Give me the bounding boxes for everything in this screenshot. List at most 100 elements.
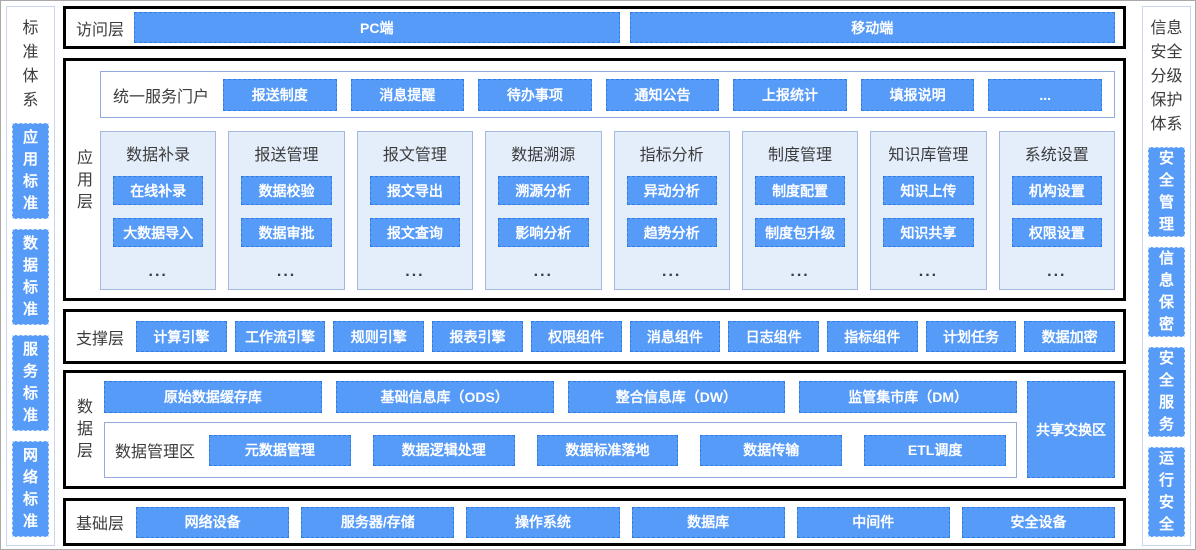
base-item-operating-system[interactable]: 操作系统 [466, 506, 620, 538]
module-more: ... [276, 263, 297, 280]
standard-item-application[interactable]: 应用标准 [12, 123, 49, 219]
data-layer-panel: 数据层 原始数据缓存库 基础信息库（ODS） 整合信息库（DW） 监管集市库（D… [63, 370, 1126, 489]
support-item-workflow-engine[interactable]: 工作流引擎 [234, 321, 326, 352]
base-layer-panel: 基础层 网络设备 服务器/存储 操作系统 数据库 中间件 安全设备 [63, 498, 1126, 546]
mgmt-item-data-transfer[interactable]: 数据传输 [700, 434, 843, 466]
portal-item-filling-instructions[interactable]: 填报说明 [860, 78, 975, 111]
module-title: 制度管理 [768, 147, 833, 164]
module-item[interactable]: 权限设置 [1011, 218, 1102, 247]
standards-sidebar-title: 标准体系 [22, 20, 39, 109]
module-item[interactable]: 大数据导入 [113, 218, 204, 247]
module-more: ... [662, 263, 682, 280]
support-item-permission-component[interactable]: 权限组件 [530, 321, 622, 352]
module-knowledge-base: 知识库管理 知识上传 知识共享 ... [870, 131, 987, 290]
portal-item-todo[interactable]: 待办事项 [478, 78, 592, 111]
base-item-network-devices[interactable]: 网络设备 [136, 506, 290, 538]
base-item-database[interactable]: 数据库 [631, 506, 785, 538]
module-item[interactable]: 知识上传 [883, 176, 974, 205]
access-layer-panel: 访问层 PC端 移动端 [63, 6, 1126, 49]
standard-item-service[interactable]: 服务标准 [12, 335, 49, 431]
application-layer-content: 统一服务门户 报送制度 消息提醒 待办事项 通知公告 上报统计 填报说明 ...… [100, 71, 1115, 290]
module-item[interactable]: 溯源分析 [498, 176, 589, 205]
portal-item-report-statistics[interactable]: 上报统计 [733, 78, 847, 111]
security-item-operation[interactable]: 运行安全 [1148, 447, 1185, 537]
store-raw-data-cache[interactable]: 原始数据缓存库 [104, 381, 322, 413]
data-layer-content: 原始数据缓存库 基础信息库（ODS） 整合信息库（DW） 监管集市库（DM） 数… [104, 381, 1017, 478]
module-item[interactable]: 机构设置 [1011, 176, 1102, 205]
support-item-message-component[interactable]: 消息组件 [629, 321, 721, 352]
module-more: ... [148, 263, 168, 280]
portal-item-message-reminder[interactable]: 消息提醒 [350, 78, 465, 111]
data-stores-row: 原始数据缓存库 基础信息库（ODS） 整合信息库（DW） 监管集市库（DM） [104, 381, 1017, 413]
support-item-rule-engine[interactable]: 规则引擎 [333, 321, 425, 352]
module-item[interactable]: 趋势分析 [626, 218, 717, 247]
standard-item-data[interactable]: 数据标准 [12, 229, 49, 325]
access-item-pc[interactable]: PC端 [134, 12, 620, 43]
security-item-confidentiality[interactable]: 信息保密 [1148, 247, 1185, 337]
module-more: ... [1047, 263, 1067, 280]
module-item[interactable]: 影响分析 [498, 218, 589, 247]
module-more: ... [533, 263, 553, 280]
module-more: ... [405, 263, 425, 280]
data-management-label: 数据管理区 [115, 444, 196, 461]
data-management-zone: 数据管理区 元数据管理 数据逻辑处理 数据标准落地 数据传输 ETL调度 [104, 422, 1017, 478]
module-item[interactable]: 制度包升级 [754, 218, 846, 247]
application-layer-label: 应用层 [76, 149, 93, 211]
mgmt-item-standard-landing[interactable]: 数据标准落地 [536, 434, 679, 466]
application-layer-panel: 应用层 统一服务门户 报送制度 消息提醒 待办事项 通知公告 上报统计 填报说明… [63, 58, 1126, 301]
base-item-security-devices[interactable]: 安全设备 [961, 506, 1116, 538]
store-dw[interactable]: 整合信息库（DW） [567, 381, 786, 413]
module-indicator-analysis: 指标分析 异动分析 趋势分析 ... [613, 131, 730, 290]
portal-item-more[interactable]: ... [988, 78, 1102, 111]
support-item-data-encryption[interactable]: 数据加密 [1024, 321, 1116, 352]
security-sidebar-title: 信息安全分级保护体系 [1150, 20, 1183, 133]
module-item[interactable]: 知识共享 [883, 218, 974, 247]
support-item-log-component[interactable]: 日志组件 [728, 321, 819, 352]
support-item-scheduled-task[interactable]: 计划任务 [925, 321, 1017, 352]
base-item-server-storage[interactable]: 服务器/存储 [301, 506, 455, 538]
access-item-mobile[interactable]: 移动端 [629, 12, 1116, 43]
module-title: 报送管理 [254, 147, 319, 164]
store-ods[interactable]: 基础信息库（ODS） [335, 381, 554, 413]
support-item-report-engine[interactable]: 报表引擎 [432, 321, 523, 352]
standard-item-network[interactable]: 网络标准 [12, 441, 49, 537]
module-title: 指标分析 [639, 147, 704, 164]
application-modules: 数据补录 在线补录 大数据导入 ... 报送管理 数据校验 数据审批 ... 报… [100, 131, 1115, 290]
module-data-supplement: 数据补录 在线补录 大数据导入 ... [100, 131, 217, 290]
support-layer-label: 支撑层 [76, 330, 125, 348]
portal-item-announcement[interactable]: 通知公告 [605, 78, 720, 111]
security-item-management[interactable]: 安全管理 [1148, 147, 1185, 237]
unified-service-portal: 统一服务门户 报送制度 消息提醒 待办事项 通知公告 上报统计 填报说明 ... [100, 71, 1115, 118]
module-title: 系统设置 [1024, 147, 1089, 164]
module-title: 数据补录 [126, 147, 191, 164]
module-more: ... [790, 263, 810, 280]
data-layer-label: 数据层 [76, 398, 93, 460]
module-item[interactable]: 报文查询 [369, 218, 461, 247]
module-item[interactable]: 报文导出 [369, 176, 461, 205]
module-item[interactable]: 数据校验 [241, 176, 332, 205]
module-data-tracing: 数据溯源 溯源分析 影响分析 ... [485, 131, 602, 290]
security-item-service[interactable]: 安全服务 [1148, 347, 1185, 437]
mgmt-item-data-logic[interactable]: 数据逻辑处理 [372, 434, 515, 466]
access-layer-label: 访问层 [76, 21, 125, 39]
module-system-regulation: 制度管理 制度配置 制度包升级 ... [741, 131, 859, 290]
support-item-compute-engine[interactable]: 计算引擎 [136, 321, 227, 352]
portal-item-reporting-system[interactable]: 报送制度 [223, 78, 337, 111]
portal-label: 统一服务门户 [113, 88, 210, 106]
module-system-settings: 系统设置 机构设置 权限设置 ... [998, 131, 1115, 290]
shared-exchange-zone[interactable]: 共享交换区 [1027, 381, 1115, 478]
store-dm[interactable]: 监管集市库（DM） [799, 381, 1017, 413]
module-item[interactable]: 异动分析 [626, 176, 717, 205]
module-submission-management: 报送管理 数据校验 数据审批 ... [228, 131, 345, 290]
mgmt-item-etl-scheduling[interactable]: ETL调度 [864, 434, 1006, 466]
base-layer-label: 基础层 [76, 516, 125, 533]
support-item-indicator-component[interactable]: 指标组件 [826, 321, 918, 352]
mgmt-item-metadata[interactable]: 元数据管理 [209, 434, 351, 466]
module-item[interactable]: 数据审批 [241, 218, 332, 247]
security-sidebar: 信息安全分级保护体系 安全管理 信息保密 安全服务 运行安全 [1142, 6, 1191, 546]
module-title: 知识库管理 [888, 147, 969, 164]
base-item-middleware[interactable]: 中间件 [796, 506, 950, 538]
module-item[interactable]: 在线补录 [113, 176, 204, 205]
module-item[interactable]: 制度配置 [754, 176, 846, 205]
